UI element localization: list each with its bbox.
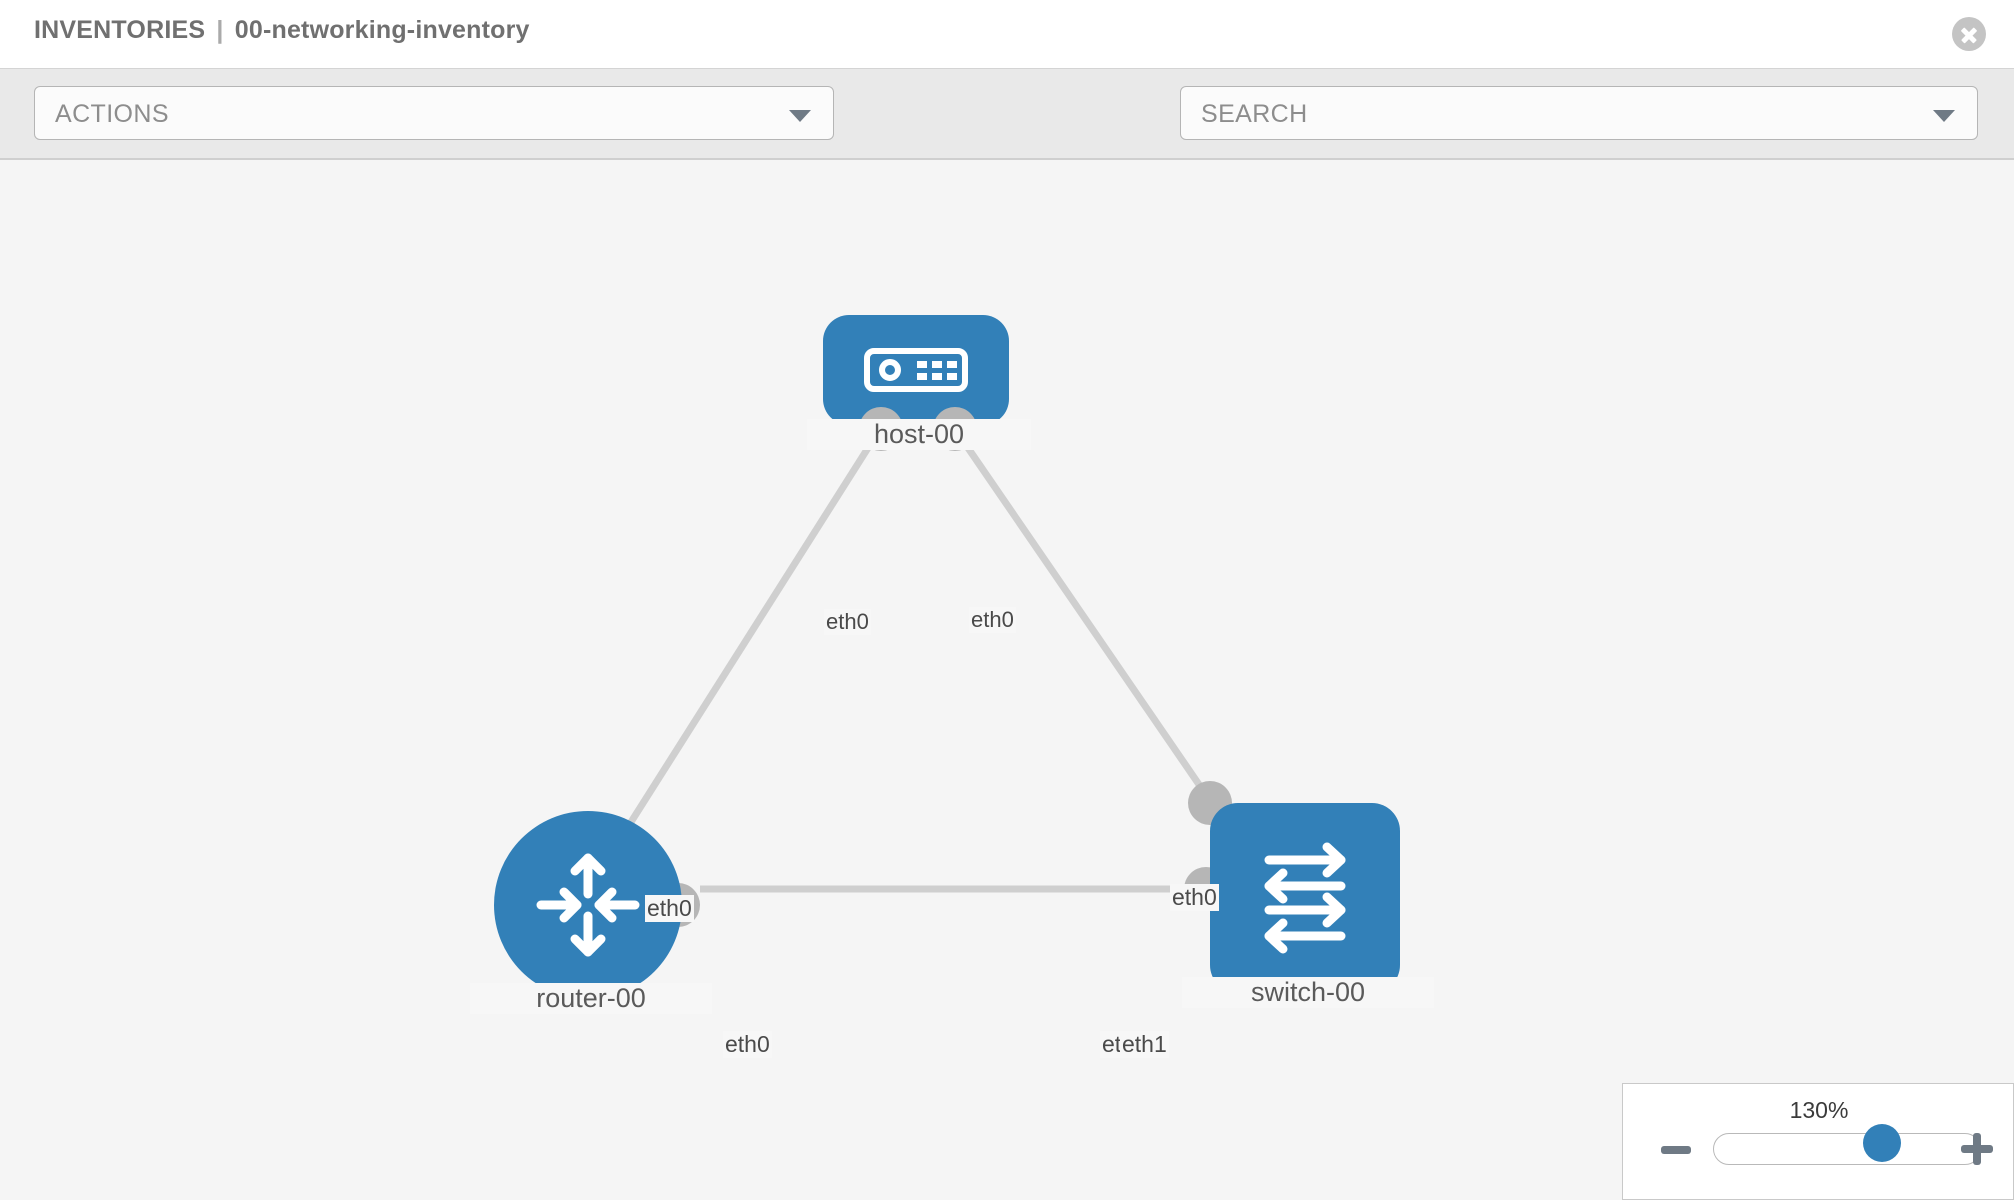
topology-links [597,427,1238,893]
topology-canvas[interactable]: host-00 router-00 [0,161,2014,1200]
link-host-switch[interactable] [952,427,1238,839]
zoom-control-panel: 130% [1622,1083,2014,1200]
switch-icon [1264,842,1346,954]
port-label-router-eth0: eth0 [723,1031,772,1058]
port-label-host-right: eth0 [969,607,1016,633]
topology-node-host-00[interactable]: host-00 [807,315,1031,451]
zoom-out-button[interactable] [1661,1146,1691,1154]
topology-node-router-00[interactable]: router-00 [470,811,712,1014]
chevron-down-icon [789,110,811,122]
search-input-placeholder: SEARCH [1201,100,1308,128]
zoom-in-icon-vertical [1973,1133,1981,1165]
zoom-level-label: 130% [1789,1097,1849,1123]
topology-node-switch-00[interactable]: switch-00 [1182,781,1434,1008]
link-host-router[interactable] [597,427,883,873]
breadcrumb: INVENTORIES | 00-networking-inventory [34,16,530,45]
breadcrumb-separator: | [216,16,224,44]
router-node-shape[interactable] [494,811,682,999]
chevron-down-icon [1933,110,1955,122]
router-icon [536,853,640,957]
port-label-host-left: eth0 [824,609,871,635]
router-node-label: router-00 [470,983,712,1014]
search-input[interactable]: SEARCH [1180,86,1978,140]
actions-dropdown[interactable]: ACTIONS [34,86,834,140]
host-node-label: host-00 [807,419,1031,450]
zoom-slider-track[interactable] [1713,1133,1981,1165]
port-label-switch-eth1: eth1 [1120,1031,1169,1058]
breadcrumb-current: 00-networking-inventory [234,16,530,44]
server-icon [864,348,968,392]
zoom-in-button[interactable] [1961,1133,1993,1165]
port-label-switch-uplink: eth0 [1170,884,1219,911]
zoom-slider-thumb[interactable] [1862,1124,1901,1162]
breadcrumb-root[interactable]: INVENTORIES [34,16,206,44]
page-header: INVENTORIES | 00-networking-inventory [0,0,2014,68]
close-icon[interactable] [1952,17,1986,51]
switch-node-label: switch-00 [1182,977,1434,1008]
host-node-shape[interactable] [823,315,1009,425]
toolbar: ACTIONS SEARCH [0,68,2014,200]
switch-node-shape[interactable] [1210,803,1400,993]
port-label-router-uplink: eth0 [645,895,694,922]
actions-dropdown-label: ACTIONS [55,100,169,128]
